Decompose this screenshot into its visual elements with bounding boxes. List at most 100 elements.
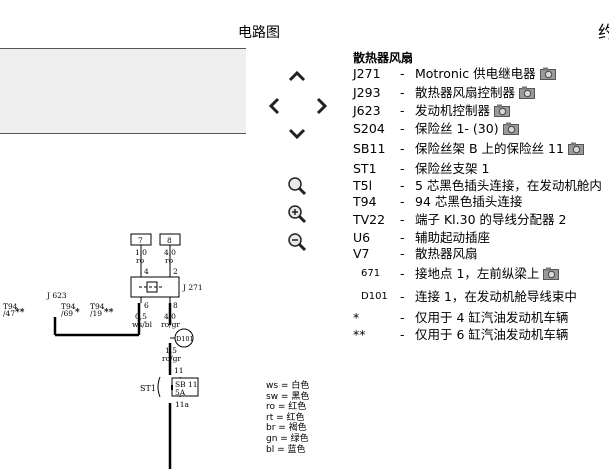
- legend-code: **: [353, 327, 366, 342]
- wire-color-3: ws/bl: [132, 320, 153, 329]
- wire-size-4: 4,0: [164, 312, 176, 321]
- wire-color-entry: ws = 白色: [266, 381, 310, 391]
- camera-icon[interactable]: [494, 104, 511, 117]
- wire-color-entry: br = 褐色: [266, 423, 307, 434]
- box-7-label: 7: [138, 236, 143, 245]
- pin-11a: 11a: [175, 400, 190, 409]
- asterisk-a: **: [15, 308, 25, 318]
- legend-code: SB11: [353, 141, 386, 156]
- t94-c-label: T94: [90, 302, 105, 311]
- page-title: 电路图: [238, 25, 280, 41]
- circuit-diagram: 7 8 1,0 ro 4,0 ro 4 2 J 271 6 8 0,5 ws/b…: [3, 233, 203, 469]
- legend-desc: Motronic 供电继电器: [415, 65, 556, 82]
- legend-code: J271: [353, 66, 381, 81]
- zoom-in-icon[interactable]: [287, 204, 307, 224]
- legend-dash: -: [400, 327, 405, 342]
- legend-code: D101: [361, 291, 388, 302]
- legend-code: S204: [353, 121, 385, 136]
- fuse-rating: 5A: [175, 388, 186, 397]
- pin-2: 2: [173, 267, 178, 276]
- box-8-label: 8: [167, 236, 172, 245]
- wire-color-1: ro: [136, 256, 145, 265]
- legend-desc: 保险丝架 B 上的保险丝 11: [415, 140, 584, 157]
- legend-desc: 94 芯黑色插头连接: [415, 194, 523, 209]
- legend-desc: 散热器风扇控制器: [415, 84, 536, 101]
- wire-color-5: ro/gr: [162, 354, 181, 363]
- sb11-label: SB 11: [175, 380, 198, 389]
- info-panel: [0, 48, 246, 134]
- legend-desc: 发动机控制器: [415, 102, 511, 119]
- legend-desc: 保险丝 1- (30): [415, 120, 519, 137]
- legend-desc: 辅助起动插座: [415, 230, 491, 245]
- t94-a-pin: /47: [3, 309, 15, 318]
- legend-code: 671: [361, 268, 381, 279]
- wire-color-4: ro/gr: [161, 320, 180, 329]
- camera-icon[interactable]: [539, 67, 556, 80]
- cropped-title-char: 约: [598, 23, 609, 43]
- legend-dash: -: [400, 194, 405, 209]
- pin-11: 11: [174, 366, 184, 375]
- legend-code: *: [353, 310, 360, 325]
- legend-dash: -: [400, 310, 405, 325]
- legend-desc: 散热器风扇: [415, 246, 478, 261]
- legend-dash: -: [400, 161, 405, 176]
- wire-color-entry: gn = 绿色: [266, 433, 309, 444]
- pin-4: 4: [144, 267, 149, 276]
- chevron-down-icon[interactable]: [287, 126, 307, 142]
- camera-icon[interactable]: [543, 267, 560, 280]
- camera-icon[interactable]: [567, 142, 584, 155]
- pin-8: 8: [173, 301, 178, 310]
- wire-size-2: 4,0: [164, 248, 176, 257]
- legend-title: 散热器风扇: [353, 51, 414, 65]
- legend-dash: -: [400, 246, 405, 261]
- camera-icon[interactable]: [502, 122, 519, 135]
- legend-dash: -: [400, 103, 405, 118]
- chevron-left-icon[interactable]: [266, 96, 282, 116]
- legend-desc: 端子 Kl.30 的导线分配器 2: [415, 212, 567, 227]
- legend-code: J293: [353, 85, 381, 100]
- t94-b-label: T94: [61, 302, 76, 311]
- chevron-right-icon[interactable]: [314, 96, 330, 116]
- wire-color-2: ro: [165, 256, 174, 265]
- legend-desc: 5 芯黑色插头连接，在发动机舱内: [415, 178, 602, 193]
- legend-desc: 仅用于 6 缸汽油发动机车辆: [415, 327, 569, 342]
- legend-dash: -: [400, 85, 405, 100]
- t94-a-label: T94: [3, 302, 18, 311]
- wire-color-entry: rt = 红色: [266, 412, 305, 423]
- relay-j271: [130, 276, 180, 298]
- chevron-up-icon[interactable]: [287, 68, 307, 84]
- zoom-out-icon[interactable]: [287, 232, 307, 252]
- legend-code: TV22: [353, 212, 386, 227]
- pin-6: 6: [144, 301, 149, 310]
- wire-color-entry: bl = 蓝色: [266, 444, 306, 455]
- t94-b-pin: /69: [61, 309, 73, 318]
- asterisk-c: **: [104, 308, 114, 318]
- asterisk-b: *: [75, 308, 80, 318]
- legend-dash: -: [400, 266, 405, 281]
- legend-dash: -: [400, 178, 405, 193]
- legend-desc: 保险丝支架 1: [415, 161, 490, 176]
- legend-code: V7: [353, 246, 370, 261]
- wire-color-entry: ro = 红色: [266, 402, 307, 413]
- legend-desc: 仅用于 4 缸汽油发动机车辆: [415, 310, 569, 325]
- legend-dash: -: [400, 230, 405, 245]
- legend-dash: -: [400, 121, 405, 136]
- d101-label: D101: [176, 335, 194, 343]
- camera-icon[interactable]: [519, 86, 536, 99]
- legend-dash: -: [400, 141, 405, 156]
- ecu-j623-label: J 623: [46, 291, 67, 300]
- st1-label: ST1: [140, 384, 156, 393]
- relay-j271-label: J 271: [182, 283, 203, 292]
- legend-code: ST1: [353, 161, 377, 176]
- legend-code: J623: [353, 103, 381, 118]
- zoom-icon[interactable]: [287, 176, 307, 196]
- legend-dash: -: [400, 289, 405, 304]
- legend-desc: 连接 1，在发动机舱导线束中: [415, 289, 577, 304]
- wire-color-entry: sw = 黑色: [266, 391, 310, 402]
- legend-desc: 接地点 1，左前纵梁上: [415, 265, 560, 282]
- legend-dash: -: [400, 66, 405, 81]
- legend-code: T94: [353, 194, 377, 209]
- legend-dash: -: [400, 212, 405, 227]
- wire-size-5: 1,5: [165, 346, 177, 355]
